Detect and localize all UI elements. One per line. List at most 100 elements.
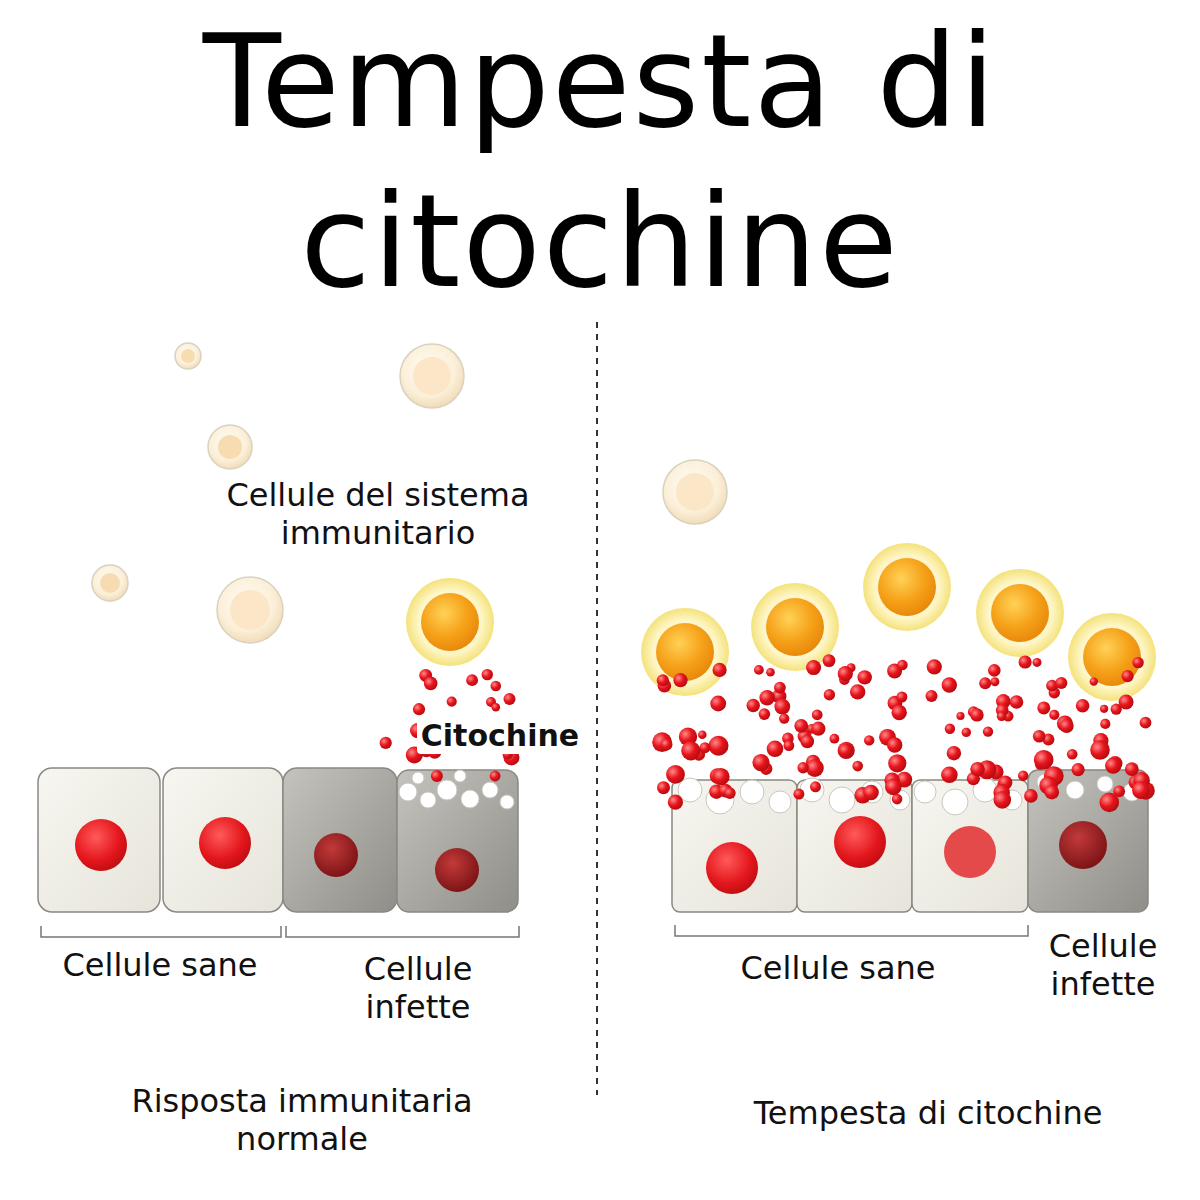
cytokine-dot [830,734,840,744]
cytokine-dot [926,690,938,702]
cytokine-dot [698,730,707,739]
cytokine-dot [759,690,774,705]
cytokine-dot [1132,657,1143,668]
cytokine-dot [490,771,501,782]
cytokine-dot [852,761,863,772]
cytokine-dot [1105,758,1121,774]
cytokine-dot [797,762,808,773]
cytokine-dot [812,709,823,720]
cytokine-dot [892,705,907,720]
cytokine-dot [892,794,903,805]
cytokine-dot [1033,730,1046,743]
cytokine-dot [811,722,825,736]
cytokine-dot [466,674,478,686]
cell-group-label: Cellule infette [1018,927,1188,1004]
diagram-title: Tempesta di citochine [0,2,1200,322]
cytokine-dot [990,677,999,686]
cytokine-dot [657,674,669,686]
cytokine-dot [700,742,711,753]
cytokine-dot [652,732,672,752]
cell-group-label: Cellule infette [308,950,528,1027]
cytokine-dot [824,689,835,700]
cytokine-dot [673,673,687,687]
cytokine-dot [838,742,855,759]
active-immune-cells [406,543,1156,701]
divider-line [596,322,598,1095]
cytokine-dot [863,785,879,801]
cytokine-dot [956,712,964,720]
cytokine-dot [754,665,764,675]
cytokine-dot [970,762,985,777]
cytokine-dot [447,697,457,707]
cytokine-dot [1125,762,1139,776]
panel-caption: Risposta immunitaria normale [72,1082,532,1159]
cytokine-dot [657,781,670,794]
cytokine-dot [838,666,853,681]
cytokine-dot [983,726,993,736]
cytokine-label: Citochine [417,718,583,754]
cytokine-dot [1024,789,1038,803]
cytokine-dot [1132,781,1150,799]
cytokine-dot [1037,701,1050,714]
cytokine-dot [1122,670,1134,682]
cytokine-dot [747,699,760,712]
cell-group-label: Cellule sane [688,949,988,987]
cytokine-dot [431,770,443,782]
nuclei-left [75,817,479,892]
cytokine-dot [970,708,983,721]
cytokine-dot [668,795,683,810]
cytokine-dot [1090,740,1110,760]
cytokine-dot [779,713,789,723]
cell-group-label: Cellule del sistema immunitario [168,476,588,553]
cytokine-dot [897,660,908,671]
cytokine-dot [945,724,955,734]
cytokine-dot [380,737,392,749]
cytokine-dot [1018,771,1028,781]
cytokine-dot [1090,677,1098,685]
cytokine-dot [752,754,769,771]
cytokine-dot [1100,793,1120,813]
cytokine-dot [681,741,700,760]
cytokine-dot [850,684,865,699]
cytokine-dot [885,779,902,796]
tissue-cells-left [38,768,518,912]
cytokine-dot [942,677,957,692]
cytokine-dot [947,746,961,760]
cytokine-dot [1049,710,1059,720]
cytokine-dot [710,696,726,712]
tissue-cells-right [672,770,1148,912]
cell-damage [399,770,514,809]
cytokine-dot [941,767,958,784]
cytokine-dot [888,754,906,772]
cytokine-dot [766,668,775,677]
cytokine-dot [887,737,902,752]
cytokine-dot [997,712,1007,722]
cytokine-dot [1076,699,1090,713]
cytokine-dot [1055,677,1067,689]
cytokine-dot [784,740,795,751]
cytokine-dot [801,735,815,749]
cytokine-dot [858,670,872,684]
cytokine-dot [979,677,991,689]
cytokine-dot [1067,749,1078,760]
cytokine-dot [1060,719,1074,733]
cytokine-dot [927,659,942,674]
cytokine-dot [864,735,874,745]
cytokine-dot [806,660,821,675]
cytokine-dot [896,692,907,703]
cytokine-dot [1140,717,1152,729]
cell-group-label: Cellule sane [30,946,290,984]
resting-immune-cells [92,343,727,643]
cytokine-dot [774,682,786,694]
bracket [41,925,1028,937]
cytokine-dot [1010,695,1024,709]
cytokine-dot [823,654,836,667]
cytokine-dot [774,699,790,715]
cytokine-dot [413,703,425,715]
cytokine-dots [380,654,1155,812]
cytokine-dot [709,736,729,756]
cytokine-dot [482,669,493,680]
cytokine-dot [1100,705,1108,713]
cytokine-dot [713,663,727,677]
cytokine-dot [1072,763,1085,776]
